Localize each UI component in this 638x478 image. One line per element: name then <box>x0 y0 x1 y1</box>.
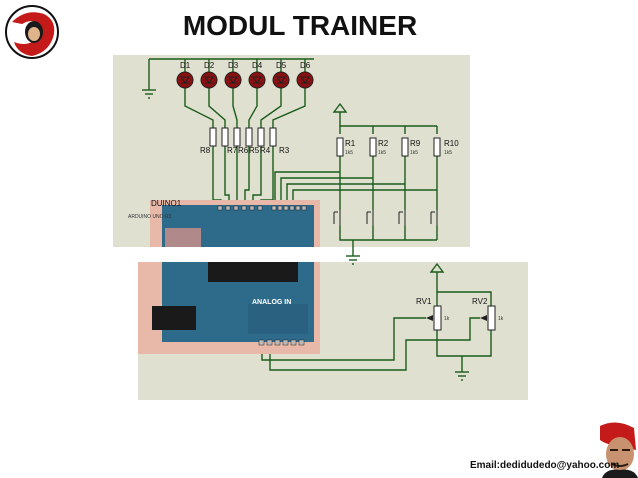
led-d2 <box>200 71 218 89</box>
resistor-value-r9: 1k5 <box>410 150 418 156</box>
potentiometer-rv1 <box>433 305 442 331</box>
resistor-value-r10: 1k5 <box>444 150 452 156</box>
pushbutton-4 <box>430 210 438 226</box>
pot-label-rv1: RV1 <box>416 297 432 306</box>
led-d3 <box>224 71 242 89</box>
arduino-model: ARDUINO UNO R3 <box>128 214 172 220</box>
led-label-d4: D4 <box>252 61 263 70</box>
resistor-r10 <box>433 137 441 157</box>
led-d4 <box>248 71 266 89</box>
avatar <box>596 420 638 478</box>
pot-value-rv2: 1k <box>498 316 504 322</box>
resistor-r9 <box>401 137 409 157</box>
resistor-r7 <box>221 127 229 147</box>
resistor-label-r10: R10 <box>444 139 459 148</box>
resistor-label-r2: R2 <box>378 139 389 148</box>
resistor-value-r2: 1k5 <box>378 150 386 156</box>
resistor-r4 <box>257 127 265 147</box>
resistor-r8 <box>209 127 217 147</box>
resistor-label-r8: R8 <box>200 146 211 155</box>
slide-title: MODUL TRAINER <box>182 10 418 41</box>
pot-label-rv2: RV2 <box>472 297 488 306</box>
led-label-d2: D2 <box>204 61 215 70</box>
logo-icon <box>5 5 59 59</box>
resistor-r2 <box>369 137 377 157</box>
pushbutton-3 <box>398 210 406 226</box>
resistor-r5 <box>245 127 253 147</box>
pot-value-rv1: 1k <box>444 316 450 322</box>
arduino-ref: DUINO1 <box>151 199 182 208</box>
resistor-label-r6: R6 <box>238 146 249 155</box>
led-label-d5: D5 <box>276 61 287 70</box>
resistor-r6 <box>233 127 241 147</box>
pushbutton-2 <box>366 210 374 226</box>
pushbutton-1 <box>333 210 341 226</box>
resistor-r1 <box>336 137 344 157</box>
resistor-label-r1: R1 <box>345 139 356 148</box>
potentiometer-rv2 <box>487 305 496 331</box>
arduino-chip <box>208 262 298 282</box>
resistor-label-r7: R7 <box>227 146 238 155</box>
led-label-d3: D3 <box>228 61 239 70</box>
resistor-r3 <box>269 127 277 147</box>
resistor-label-r9: R9 <box>410 139 421 148</box>
led-row <box>176 71 314 89</box>
led-d5 <box>272 71 290 89</box>
led-d1 <box>176 71 194 89</box>
led-d6 <box>296 71 314 89</box>
led-label-d1: D1 <box>180 61 191 70</box>
led-label-d6: D6 <box>300 61 311 70</box>
resistor-label-r5: R5 <box>249 146 260 155</box>
resistor-value-r1: 1k5 <box>345 150 353 156</box>
resistor-label-r3: R3 <box>279 146 290 155</box>
contact-email: Email:dedidudedo@yahoo.com <box>470 460 620 471</box>
analog-in-label: ANALOG IN <box>252 299 291 306</box>
usb-port <box>152 306 196 330</box>
resistor-label-r4: R4 <box>260 146 271 155</box>
